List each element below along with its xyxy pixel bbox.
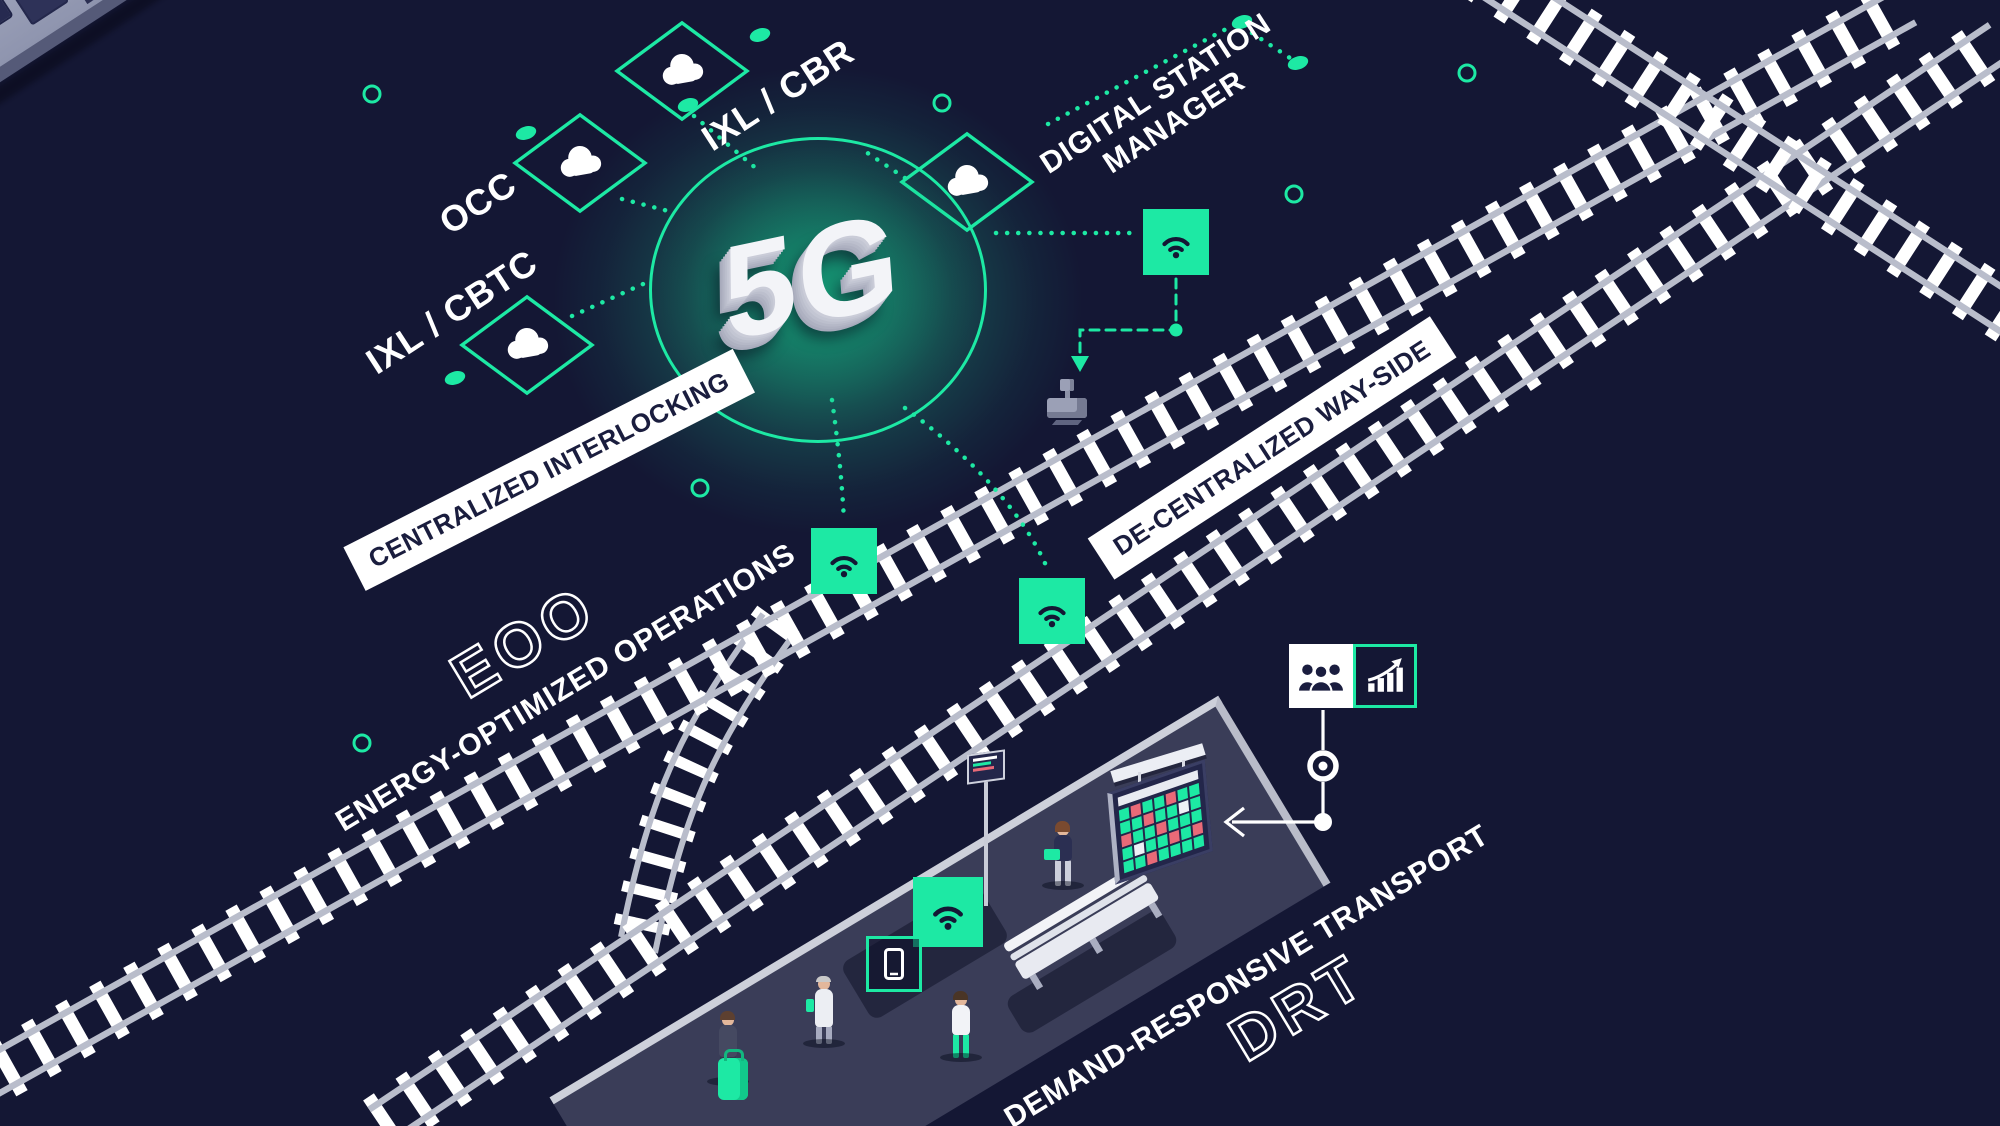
dotted-link-ixl-cbtc [569, 277, 655, 319]
passenger-coat-man [803, 976, 845, 1048]
track-upper [0, 0, 1922, 1126]
wifi-icon [1019, 578, 1085, 644]
cloud-icon [548, 137, 613, 189]
decor-ring [1457, 63, 1477, 83]
growth-chart-icon [1353, 644, 1417, 708]
dotted-link-wifi-train [902, 405, 1051, 573]
passenger-walking-woman [1042, 821, 1084, 890]
platform-sign-pole [984, 778, 988, 906]
dashed-link-signal [1078, 277, 1178, 358]
wifi-icon [1143, 209, 1209, 275]
link-node-dot [1169, 323, 1183, 337]
dotted-link-dsm-up2 [1249, 30, 1293, 61]
dotted-link-dsm-up [1045, 25, 1231, 127]
passengers-icon [1289, 644, 1353, 708]
cloud-icon [495, 319, 560, 371]
dotted-link-occ [619, 196, 675, 215]
decor-ring [362, 84, 382, 104]
decor-ring [690, 478, 710, 498]
teal-folder [1044, 849, 1060, 860]
teal-suitcase [718, 1049, 748, 1100]
cloud-icon [650, 45, 715, 97]
connector-dot [1314, 813, 1332, 831]
cloud-icon [935, 156, 1000, 208]
white-connector [1223, 710, 1325, 838]
decor-ring [1284, 184, 1304, 204]
decor-ring [932, 93, 952, 113]
demand-icon-pair [1289, 644, 1417, 708]
connector-ring-core [1318, 761, 1328, 771]
wifi-icon [913, 877, 983, 947]
connector-ring [1307, 750, 1339, 782]
wayside-signal-device [1047, 379, 1087, 425]
smartphone-icon [866, 936, 922, 992]
decor-ring [352, 733, 372, 753]
track-corner [1428, 0, 2000, 377]
wifi-icon [811, 528, 877, 594]
dashed-arrowhead [1071, 356, 1089, 372]
track-main [363, 15, 2000, 1126]
phone-in-hand [806, 999, 814, 1012]
passenger-dress-woman [940, 991, 982, 1062]
